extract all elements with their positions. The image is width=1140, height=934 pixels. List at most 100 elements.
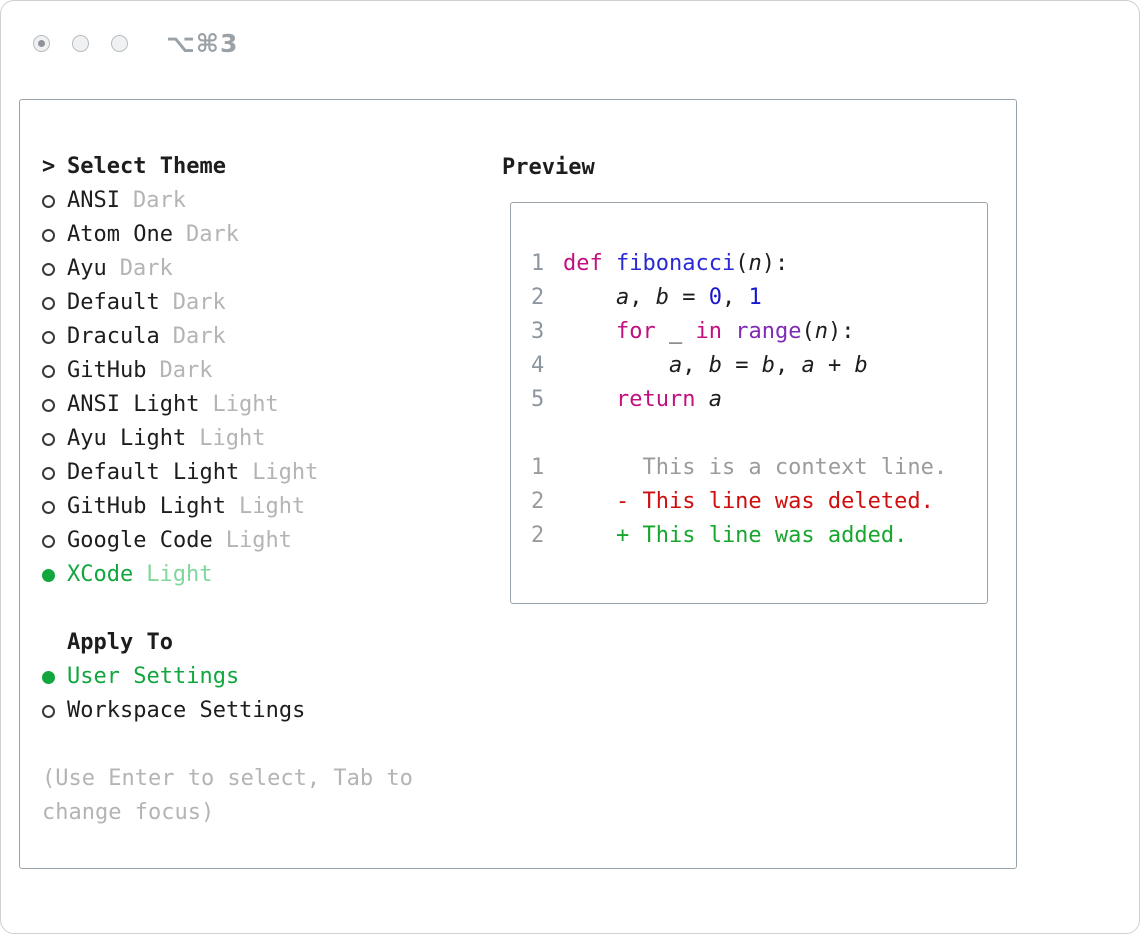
help-text: (Use Enter to select, Tab to change focus… — [42, 762, 413, 830]
apply-option-user-settings[interactable]: User Settings — [42, 660, 413, 694]
code-line: 4 a, b = b, a + b — [531, 348, 987, 382]
code-token: ( — [735, 250, 749, 276]
radio-selected-icon — [42, 568, 55, 582]
theme-name: Default — [67, 290, 160, 315]
traffic-light-minimize-button[interactable] — [72, 35, 89, 52]
apply-option-label: User Settings — [67, 664, 240, 689]
theme-name: Atom One — [67, 222, 173, 247]
code-token: 1 — [748, 284, 762, 310]
code-token: range — [735, 318, 802, 344]
code-token: ): — [761, 250, 789, 276]
theme-option-ayu[interactable]: Ayu Dark — [42, 252, 413, 286]
code-token: ): — [827, 318, 855, 344]
traffic-light-zoom-button[interactable] — [111, 35, 128, 52]
theme-option-ansi[interactable]: ANSI Dark — [42, 184, 413, 218]
theme-variant: Light — [225, 528, 292, 553]
code-token: fibonacci — [616, 250, 736, 276]
theme-name: Ayu Light — [67, 426, 187, 451]
theme-name: Default Light — [67, 460, 240, 485]
radio-icon — [42, 432, 55, 446]
theme-option-ansi-light[interactable]: ANSI Light Light — [42, 388, 413, 422]
code-token — [603, 251, 616, 276]
code-token: = — [668, 284, 709, 310]
theme-option-default-light[interactable]: Default Light Light — [42, 456, 413, 490]
line-number: 4 — [531, 352, 545, 378]
keyboard-shortcut-label: ⌥⌘3 — [166, 29, 239, 58]
theme-variant: Light — [252, 460, 319, 485]
theme-variant: Light — [212, 392, 279, 417]
line-number: 2 — [531, 488, 545, 514]
traffic-light-close-button[interactable] — [33, 35, 50, 52]
code-token: , — [629, 284, 656, 310]
help-line: (Use Enter to select, Tab to — [42, 766, 413, 791]
code-token: 0 — [708, 284, 722, 310]
line-number: 2 — [531, 522, 545, 548]
diff-line-ctx: 1 This is a context line. — [531, 450, 987, 484]
code-token: b — [708, 352, 722, 378]
theme-variant: Dark — [132, 188, 186, 213]
radio-icon — [42, 500, 55, 514]
radio-icon — [42, 194, 55, 208]
theme-name: Google Code — [67, 528, 213, 553]
theme-variant: Dark — [119, 256, 173, 281]
radio-icon — [42, 330, 55, 344]
radio-icon — [42, 296, 55, 310]
diff-line-del: 2 - This line was deleted. — [531, 484, 987, 518]
code-token: a — [668, 352, 683, 378]
apply-option-label: Workspace Settings — [67, 698, 306, 723]
radio-icon — [42, 228, 55, 242]
theme-name: XCode — [67, 562, 134, 587]
theme-variant: Light — [199, 426, 266, 451]
select-theme-title-row: > Select Theme — [42, 150, 413, 184]
theme-name: ANSI — [67, 188, 120, 213]
code-token: a — [801, 352, 815, 378]
radio-icon — [42, 398, 55, 412]
select-theme-title: Select Theme — [67, 154, 226, 179]
line-number: 2 — [531, 284, 545, 310]
code-token: = — [721, 352, 762, 378]
code-token — [563, 353, 669, 378]
code-token — [563, 285, 616, 310]
line-number: 1 — [531, 454, 545, 480]
code-token: b — [655, 284, 669, 310]
code-token: _ — [655, 318, 696, 344]
theme-name: Ayu — [67, 256, 107, 281]
record-dot-icon — [38, 40, 45, 47]
radio-icon — [42, 466, 55, 480]
code-token: ( — [801, 318, 815, 344]
theme-name: ANSI Light — [67, 392, 200, 417]
apply-option-workspace-settings[interactable]: Workspace Settings — [42, 694, 413, 728]
code-token: n — [814, 318, 828, 344]
help-line: change focus) — [42, 800, 215, 825]
code-token: n — [748, 250, 762, 276]
spacer — [531, 416, 987, 450]
theme-variant: Light — [146, 562, 213, 587]
theme-option-google-code[interactable]: Google Code Light — [42, 524, 413, 558]
radio-selected-icon — [42, 670, 55, 684]
theme-name: Dracula — [67, 324, 160, 349]
code-token: , — [721, 284, 749, 310]
theme-option-xcode[interactable]: XCode Light — [42, 558, 413, 592]
theme-variant: Dark — [172, 290, 226, 315]
code-token — [563, 319, 616, 344]
code-token: in — [695, 318, 722, 344]
code-line: 2 a, b = 0, 1 — [531, 280, 987, 314]
theme-option-default[interactable]: Default Dark — [42, 286, 413, 320]
code-token — [695, 387, 708, 412]
code-token: , — [774, 352, 802, 378]
theme-option-ayu-light[interactable]: Ayu Light Light — [42, 422, 413, 456]
code-token: for — [615, 318, 656, 344]
diff-text: This is a context line. — [563, 454, 948, 480]
radio-icon — [42, 534, 55, 548]
theme-variant: Light — [238, 494, 306, 519]
line-number: 3 — [531, 318, 545, 344]
